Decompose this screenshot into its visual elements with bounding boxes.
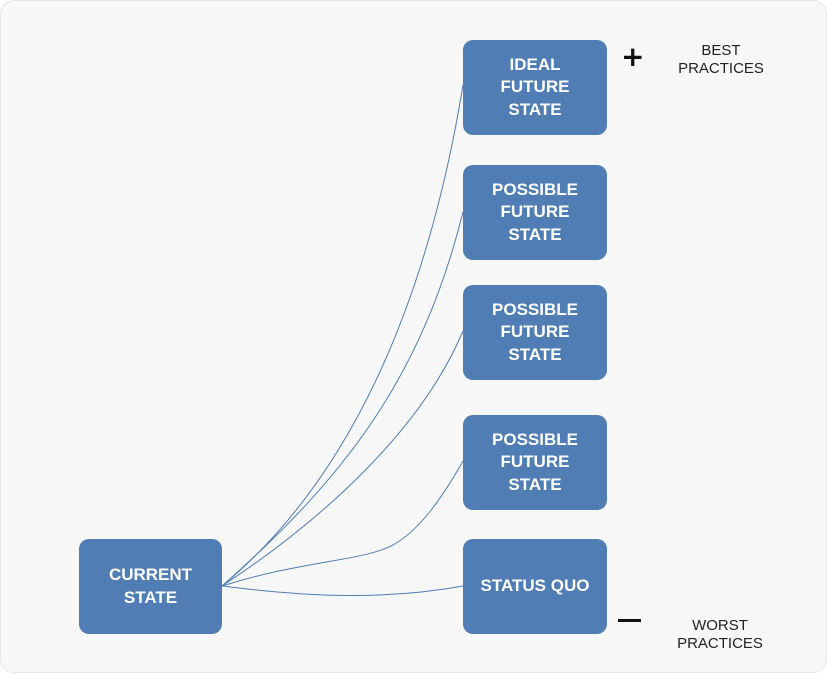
ideal-future-state-line-2: FUTURE — [500, 77, 570, 97]
possible-future-state-2-line-2: FUTURE — [500, 322, 570, 342]
best-practices-label: BEST PRACTICES — [666, 42, 776, 78]
possible-future-state-box-2: POSSIBLE FUTURE STATE — [463, 285, 607, 380]
ideal-future-state-line-1: IDEAL — [509, 54, 561, 74]
possible-future-state-3-line-2: FUTURE — [500, 452, 570, 472]
best-practices-line-1: BEST — [701, 42, 741, 59]
possible-future-state-2-line-3: STATE — [508, 344, 562, 364]
current-state-line-1: CURRENT — [108, 565, 193, 584]
current-state-line-2: STATE — [123, 587, 178, 607]
connector-current-to-possible-2 — [221, 330, 464, 587]
plus-sign-icon: + — [621, 40, 645, 73]
possible-future-state-label-3: POSSIBLE FUTURE STATE — [492, 429, 578, 497]
current-state-label: CURRENT STATE — [109, 564, 192, 609]
possible-future-state-1-line-2: FUTURE — [500, 202, 570, 222]
worst-practices-line-2: PRACTICES — [677, 635, 763, 652]
possible-future-state-1-line-3: STATE — [508, 224, 562, 244]
connector-current-to-possible-1 — [221, 211, 464, 587]
connector-current-to-ideal — [221, 84, 464, 587]
possible-future-state-box-3: POSSIBLE FUTURE STATE — [463, 415, 607, 510]
connector-current-to-possible-3 — [221, 460, 464, 587]
ideal-future-state-line-3: STATE — [508, 99, 562, 119]
worst-practices-line-1: WORST — [692, 617, 748, 634]
possible-future-state-3-line-3: STATE — [508, 474, 562, 494]
possible-future-state-1-line-1: POSSIBLE — [492, 179, 578, 199]
possible-future-state-label-2: POSSIBLE FUTURE STATE — [492, 299, 578, 367]
possible-future-state-box-1: POSSIBLE FUTURE STATE — [463, 165, 607, 260]
ideal-future-state-box: IDEAL FUTURE STATE — [463, 40, 607, 135]
worst-practices-label: WORST PRACTICES — [665, 617, 775, 653]
best-practices-line-2: PRACTICES — [678, 60, 764, 77]
possible-future-state-3-line-1: POSSIBLE — [492, 429, 578, 449]
status-quo-label: STATUS QUO — [480, 576, 590, 596]
current-state-box: CURRENT STATE — [79, 539, 222, 634]
connector-current-to-status-quo — [221, 585, 464, 596]
minus-sign-icon — [618, 619, 641, 622]
status-quo-box: STATUS QUO — [463, 539, 607, 634]
possible-future-state-2-line-1: POSSIBLE — [492, 299, 578, 319]
ideal-future-state-label: IDEAL FUTURE STATE — [501, 54, 570, 122]
possible-future-state-label-1: POSSIBLE FUTURE STATE — [492, 179, 578, 247]
